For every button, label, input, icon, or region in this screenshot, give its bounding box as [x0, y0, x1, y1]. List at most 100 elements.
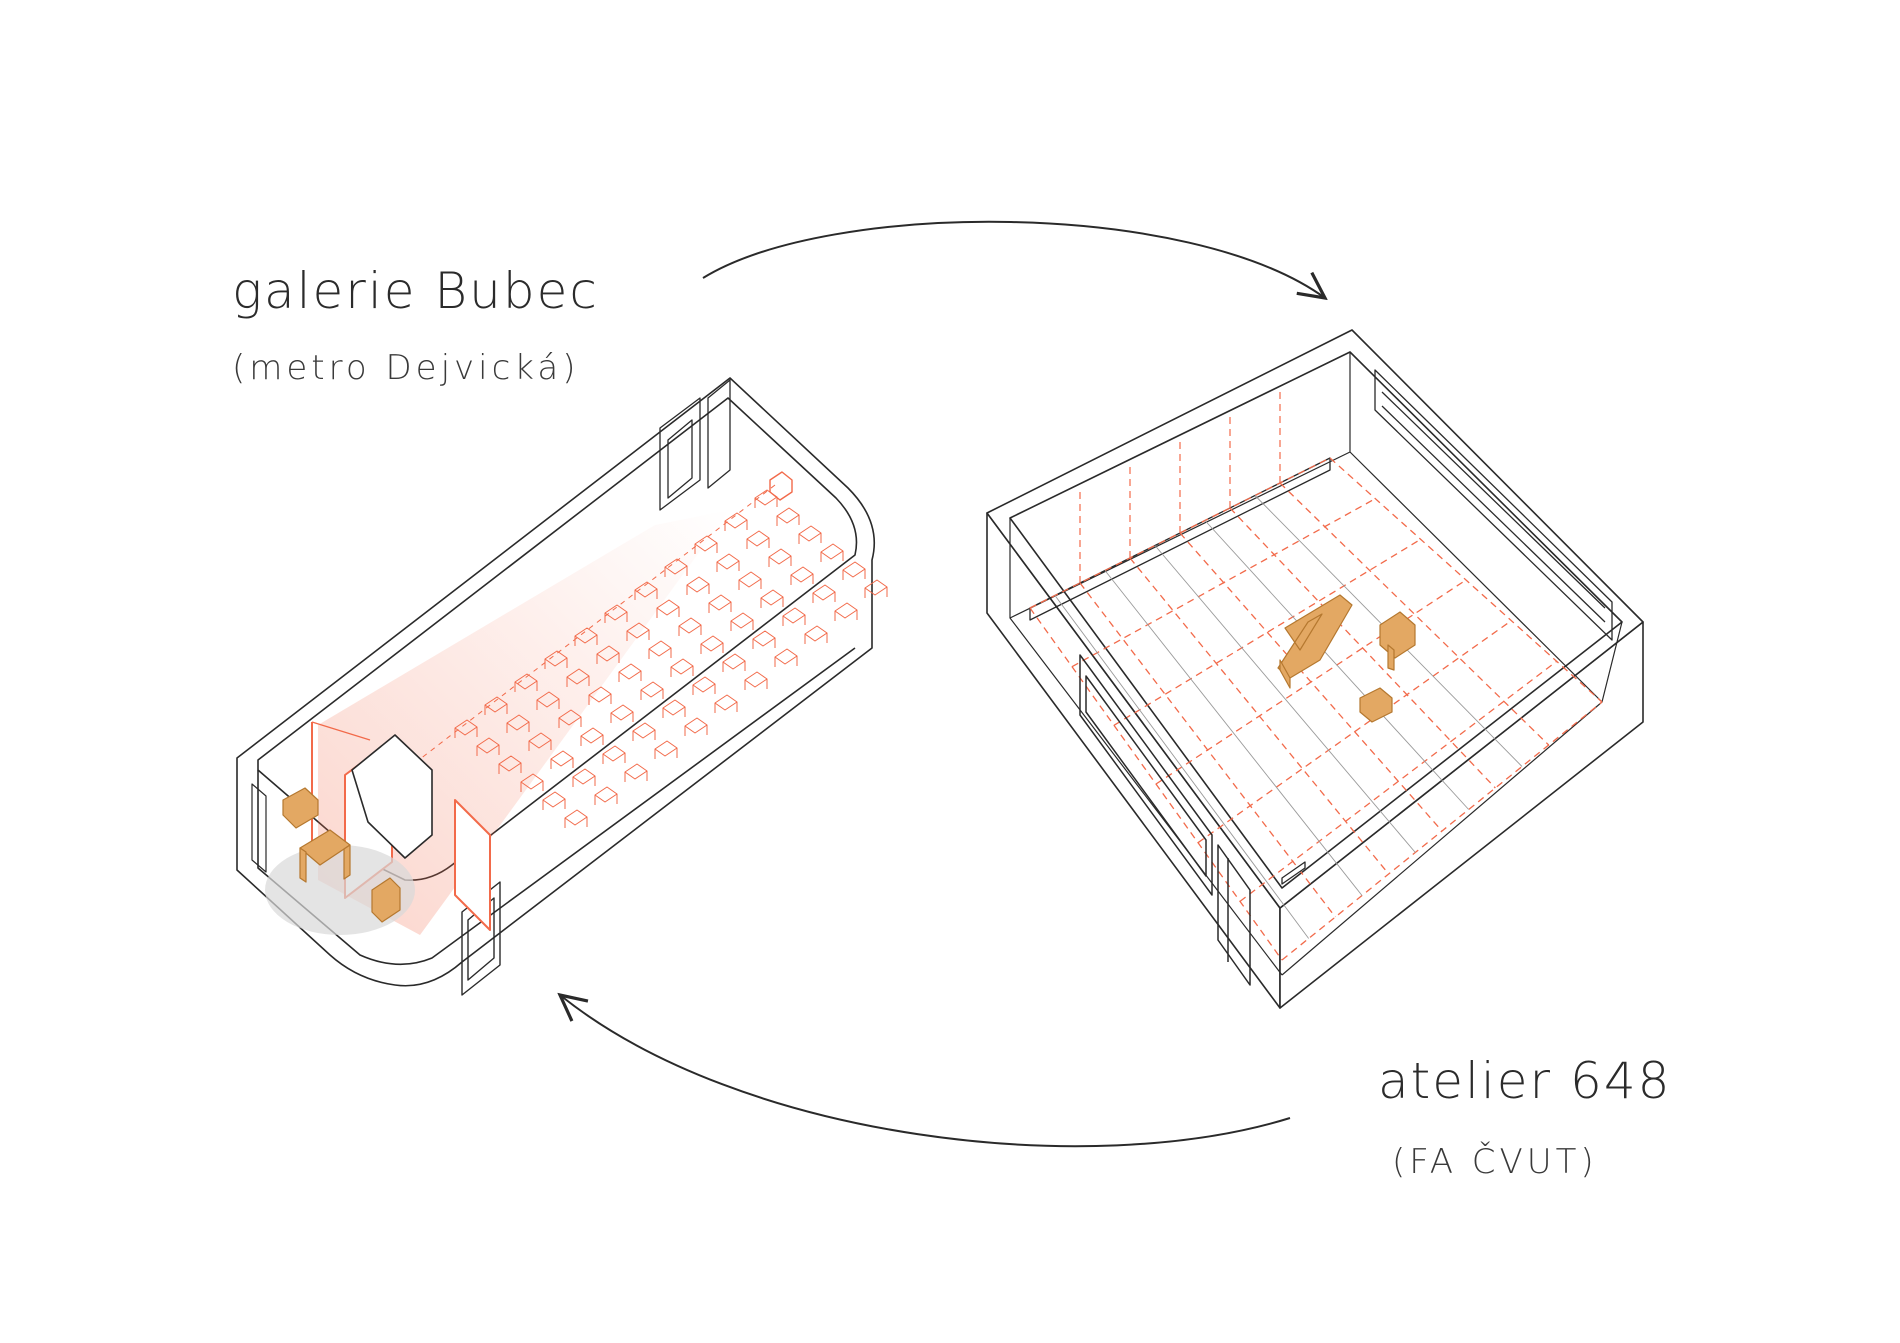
seating-grid: [454, 489, 888, 828]
grid-line: [1229, 507, 1496, 789]
projection-screen: [351, 734, 433, 859]
grid-line: [1239, 660, 1558, 902]
seat: [686, 576, 710, 595]
seat: [730, 612, 754, 631]
seat: [760, 589, 784, 608]
seat: [670, 658, 694, 677]
gallery-corner-window: [251, 783, 267, 873]
seat: [648, 640, 672, 659]
seat: [842, 561, 866, 580]
seat: [692, 676, 716, 695]
gallery-model: [236, 377, 888, 996]
seat: [678, 617, 702, 636]
seat: [864, 579, 888, 598]
seat: [572, 768, 596, 787]
seat: [714, 694, 738, 713]
seat: [506, 714, 530, 733]
grid-line: [1279, 482, 1550, 746]
structure-line: [1054, 595, 1310, 939]
seat: [752, 630, 776, 649]
atelier-model: [986, 329, 1644, 1009]
seat: [624, 763, 648, 782]
arrow-to-studio: [702, 220, 1325, 298]
seat: [558, 709, 582, 728]
seat: [634, 581, 658, 600]
seat: [776, 507, 800, 526]
seat: [542, 791, 566, 810]
seat: [566, 668, 590, 687]
seat: [708, 594, 732, 613]
structure-line: [1204, 520, 1469, 810]
seat: [602, 745, 626, 764]
seat: [774, 648, 798, 667]
seat: [594, 786, 618, 805]
seat: [544, 650, 568, 669]
seat: [536, 691, 560, 710]
gallery-name-label: galerie Bubec: [232, 262, 599, 320]
studio-location-label: (FA ČVUT): [1392, 1142, 1598, 1182]
seat: [610, 704, 634, 723]
gallery-location-label: (metro Dejvická): [232, 348, 580, 388]
floor-grid: [1029, 388, 1603, 961]
seat: [484, 696, 508, 715]
seat: [700, 635, 724, 654]
grid-line: [1281, 701, 1603, 961]
seat: [798, 525, 822, 544]
seat: [514, 673, 538, 692]
seat: [716, 553, 740, 572]
seat: [588, 686, 612, 705]
wood-chair-back: [282, 787, 319, 829]
seat: [768, 548, 792, 567]
seat: [632, 722, 656, 741]
seat: [754, 489, 778, 508]
seat: [804, 625, 828, 644]
seat: [476, 737, 500, 756]
grid-line: [1329, 457, 1603, 703]
gallery-floor-edge: [257, 647, 856, 966]
seat: [596, 645, 620, 664]
seat: [662, 699, 686, 718]
seat: [640, 681, 664, 700]
arrow-to-gallery: [560, 995, 1291, 1148]
seat: [654, 740, 678, 759]
seat: [684, 717, 708, 736]
seat: [664, 558, 688, 577]
structure-line: [1154, 545, 1416, 853]
seat: [834, 602, 858, 621]
seat: [738, 571, 762, 590]
seat: [782, 607, 806, 626]
grid-line: [1197, 620, 1512, 844]
seat: [820, 543, 844, 562]
seat: [724, 512, 748, 531]
seat: [574, 627, 598, 646]
seat: [744, 671, 768, 690]
studio-name-label: atelier 648: [1378, 1052, 1672, 1110]
seat: [604, 604, 628, 623]
seat: [550, 750, 574, 769]
atelier-inner-walls: [1009, 352, 1623, 976]
gallery-furniture: [265, 787, 415, 935]
seat: [498, 755, 522, 774]
seat: [746, 530, 770, 549]
seat: [454, 719, 478, 738]
seat: [564, 809, 588, 828]
gallery-window-bays: [659, 379, 731, 511]
seat: [528, 732, 552, 751]
atelier-front-panels: [1079, 654, 1251, 986]
seat: [694, 535, 718, 554]
seat: [520, 773, 544, 792]
atelier-corner-post: [1281, 861, 1306, 885]
seat: [618, 663, 642, 682]
wood-chair-front: [371, 877, 401, 923]
seat: [626, 622, 650, 641]
seat: [580, 727, 604, 746]
seat: [812, 584, 836, 603]
grid-line: [1155, 579, 1467, 785]
seat: [656, 599, 680, 618]
atelier-furniture: [1277, 594, 1416, 723]
seat: [722, 653, 746, 672]
structure-line: [1104, 570, 1363, 896]
seat: [790, 566, 814, 585]
